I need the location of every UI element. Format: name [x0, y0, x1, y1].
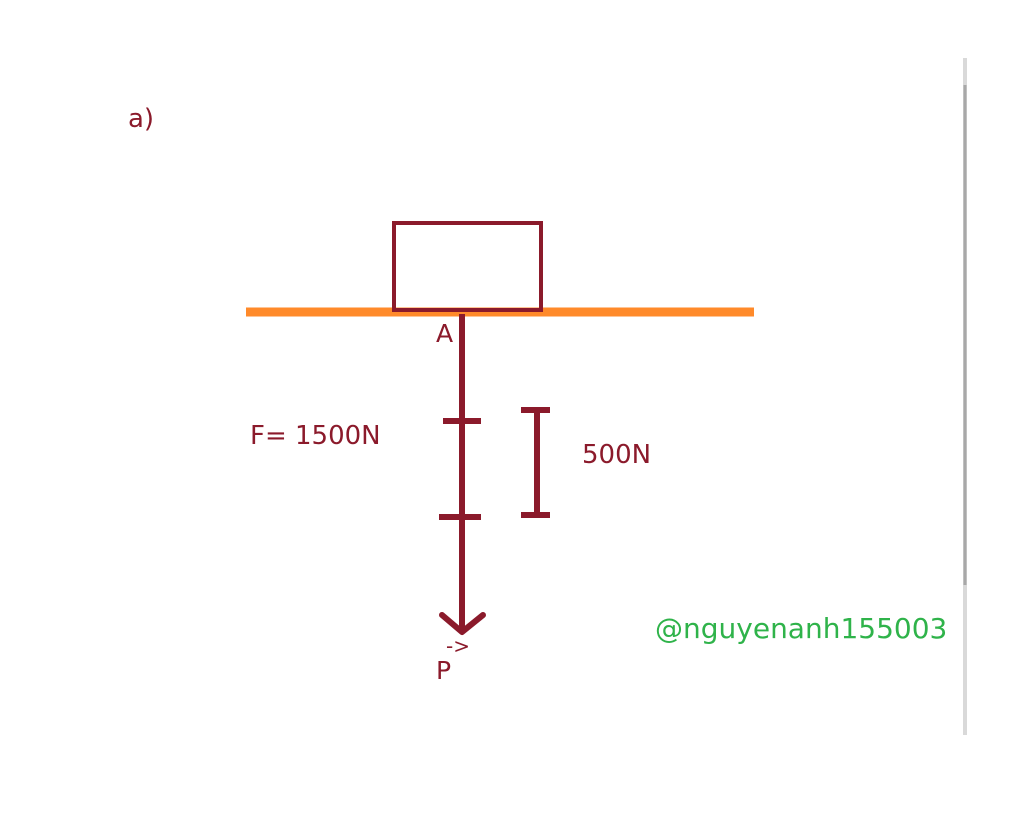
part-label: a) [128, 104, 155, 134]
scale-label: 500N [582, 440, 652, 470]
vector-arrow-mark: -> [446, 634, 470, 658]
force-arrowhead [439, 612, 486, 635]
force-label: F= 1500N [250, 421, 381, 451]
block [392, 221, 543, 312]
vector-p-label: P [436, 656, 452, 685]
point-a-label: A [436, 319, 454, 348]
author-watermark: @nguyenanh155003 [655, 612, 948, 645]
